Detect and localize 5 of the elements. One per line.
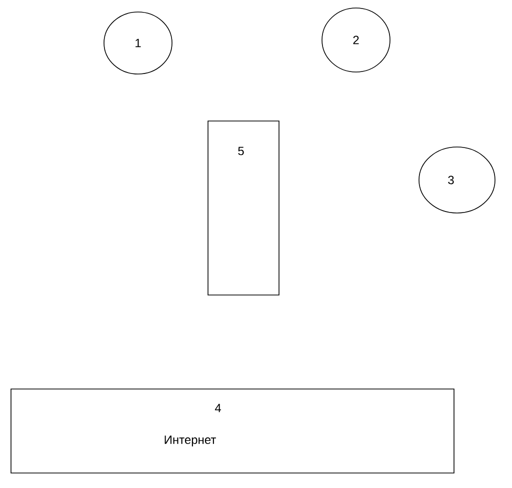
circle-node: 3 xyxy=(418,146,496,214)
box-node: 5 xyxy=(208,120,280,296)
circle-node: 1 xyxy=(104,12,172,74)
circle-node: 2 xyxy=(322,8,390,72)
box-node: 4 Интернет xyxy=(10,388,454,474)
